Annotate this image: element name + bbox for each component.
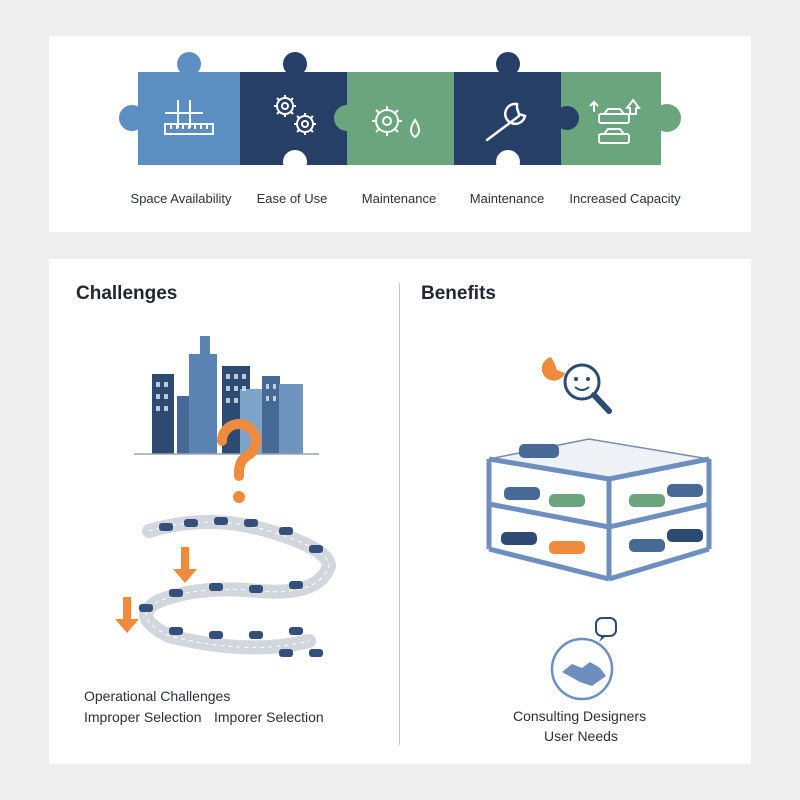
benefits-title: Benefits — [421, 283, 496, 304]
chat-bubble-icon — [595, 617, 617, 637]
piece-label-increased-capacity: Increased Capacity — [569, 191, 681, 206]
piece-label-ease-of-use: Ease of Use — [256, 191, 328, 206]
challenges-title: Challenges — [76, 283, 178, 304]
section-divider — [399, 283, 400, 745]
question-mark-icon — [217, 419, 261, 503]
puzzle-piece-space-availability — [119, 52, 240, 165]
gears-icon — [274, 95, 316, 135]
challenges-caption-line1: Operational Challenges — [84, 688, 231, 704]
piece-label-space-availability: Space Availability — [130, 191, 232, 206]
challenges-benefits-panel: Challenges — [49, 259, 751, 764]
wrench-icon — [485, 102, 527, 142]
down-arrow-icon — [173, 547, 197, 583]
magnifier-wrench-icon — [541, 357, 612, 414]
handshake-icon — [550, 617, 617, 701]
traffic-congestion-icon — [115, 515, 337, 657]
puzzle-piece-maintenance-2 — [454, 52, 570, 174]
puzzle-strip — [119, 52, 681, 174]
puzzle-piece-maintenance-1 — [334, 72, 454, 165]
puzzle-piece-increased-capacity — [555, 72, 681, 165]
stacked-cars-arrows-icon — [589, 98, 641, 144]
benefits-caption-line2: User Needs — [544, 728, 618, 744]
piece-label-maintenance-1: Maintenance — [361, 191, 437, 206]
ruler-grid-icon — [164, 100, 214, 135]
gear-droplet-icon — [372, 106, 420, 139]
piece-label-maintenance-2: Maintenance — [469, 191, 545, 206]
puzzle-panel: Space Availability Ease of Use Maintenan… — [49, 36, 751, 232]
challenges-caption-line2a: Improper Selection — [84, 709, 202, 725]
puzzle-piece-ease-of-use — [240, 52, 347, 174]
down-arrow-icon-2 — [115, 597, 139, 633]
benefits-caption-line1: Consulting Designers — [513, 708, 647, 724]
parking-structure-icon — [486, 438, 712, 582]
challenges-caption-line2b: Imporer Selection — [214, 709, 324, 725]
